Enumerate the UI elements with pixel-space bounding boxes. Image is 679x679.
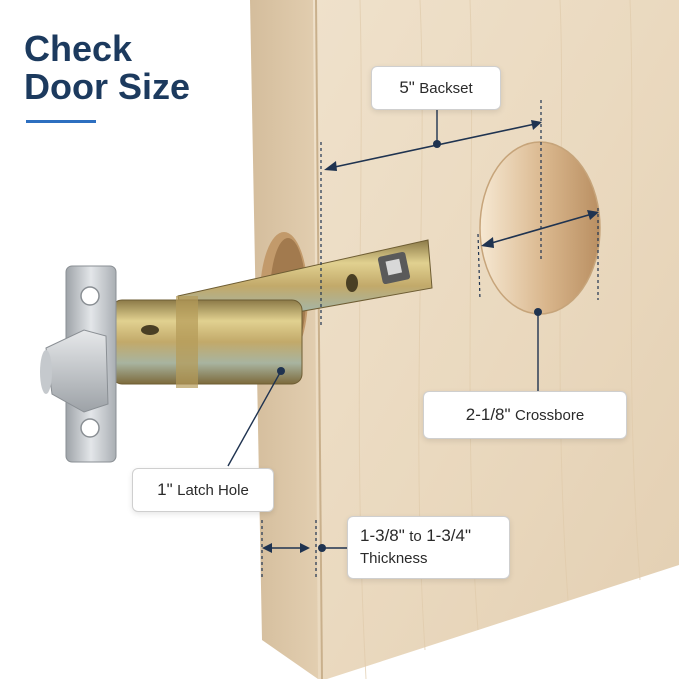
- latch-assembly: [40, 239, 433, 463]
- crossbore-hole: [480, 142, 600, 314]
- backset-dimension: [320, 100, 542, 328]
- thickness-dimension: [261, 520, 347, 580]
- latch-hole-value: 1": [157, 480, 173, 499]
- crossbore-value: 2-1/8": [465, 405, 511, 424]
- crossbore-callout: 2-1/8" Crossbore: [423, 391, 627, 439]
- title-line-1: Check: [24, 28, 133, 69]
- thickness-label: Thickness: [360, 550, 428, 567]
- backset-callout: 5" Backset: [371, 66, 501, 110]
- title-line-2: Door Size: [24, 66, 191, 107]
- latch-hole-callout: 1" Latch Hole: [132, 468, 274, 512]
- door-corner-line: [315, 0, 323, 679]
- title-underline: [26, 120, 96, 123]
- crossbore-label: Crossbore: [515, 406, 585, 424]
- latch-hole-dimension: [227, 367, 285, 467]
- thickness-value-to: 1-3/4": [426, 526, 472, 545]
- backset-value: 5": [399, 78, 415, 97]
- thickness-connector: to: [409, 528, 422, 545]
- crossbore-dimension: [477, 208, 599, 392]
- backset-label: Backset: [419, 79, 473, 97]
- page-title: Check Door Size: [24, 30, 190, 106]
- thickness-value-from: 1-3/8": [360, 526, 405, 545]
- thickness-callout: 1-3/8" to 1-3/4" Thickness: [347, 516, 510, 579]
- latch-hole-label: Latch Hole: [177, 481, 249, 499]
- door-face: [313, 0, 679, 679]
